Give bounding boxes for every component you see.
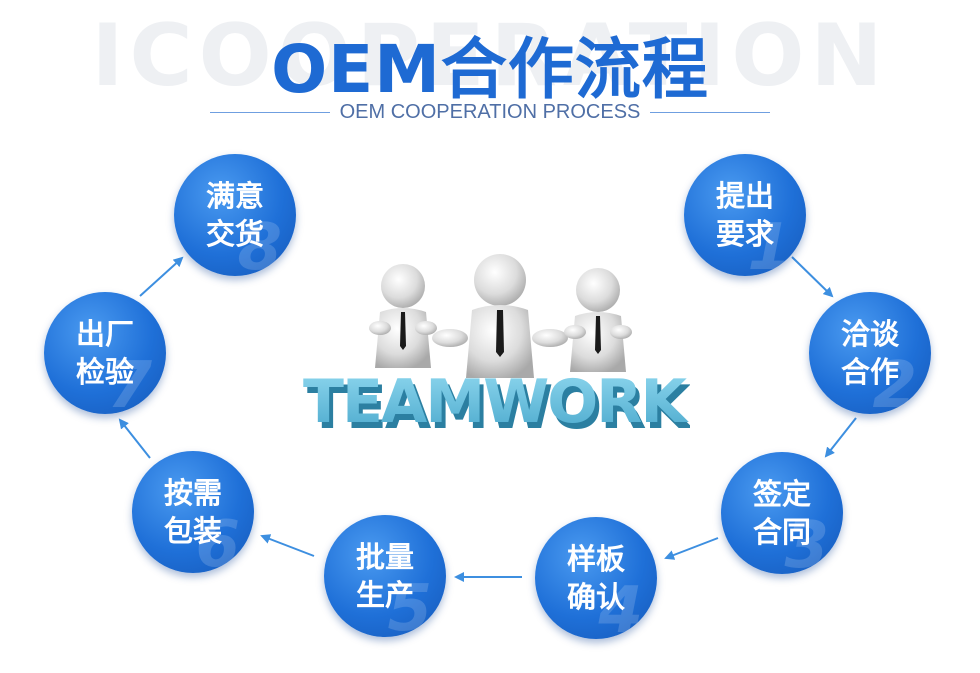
step-label: 批量 生产 <box>355 540 414 612</box>
arrow-1-to-2 <box>791 256 834 298</box>
person-figure-right <box>564 268 632 372</box>
person-figure-left <box>369 264 437 368</box>
step-7-circle: 7 出厂 检验 <box>44 292 166 414</box>
step-2-circle: 2 洽谈 合作 <box>809 292 931 414</box>
step-3-circle: 3 签定 合同 <box>721 452 843 574</box>
step-6-circle: 6 按需 包装 <box>132 451 254 573</box>
subtitle-rule-left <box>210 111 330 113</box>
subtitle-rule-right <box>650 111 770 113</box>
teamwork-word-shadow: TEAMWORK <box>307 373 690 443</box>
teamwork-illustration: TEAMWORK TEAMWORK <box>303 254 690 443</box>
arrow-5-to-6 <box>260 534 315 557</box>
step-8-circle: 8 满意 交货 <box>174 154 296 276</box>
page-subtitle: OEM COOPERATION PROCESS <box>339 100 641 123</box>
step-label: 签定 合同 <box>752 477 811 549</box>
step-4-circle: 4 样板 确认 <box>535 517 657 639</box>
step-1-circle: 1 提出 要求 <box>684 154 806 276</box>
step-number: 2 <box>872 349 917 414</box>
teamwork-word: TEAMWORK <box>303 367 689 437</box>
step-label: 按需 包装 <box>163 476 222 548</box>
step-label: 满意 交货 <box>205 179 264 251</box>
arrow-7-to-8 <box>139 256 184 297</box>
arrow-3-to-4 <box>664 537 719 560</box>
step-number: 5 <box>387 572 432 637</box>
person-figure-center <box>432 254 568 378</box>
step-5-circle: 5 批量 生产 <box>324 515 446 637</box>
step-number: 1 <box>747 211 792 276</box>
step-number: 3 <box>784 509 829 574</box>
step-number: 7 <box>107 349 152 414</box>
step-number: 8 <box>237 211 282 276</box>
arrow-6-to-7 <box>118 418 151 459</box>
step-label: 样板 确认 <box>566 542 625 614</box>
arrow-2-to-3 <box>824 417 857 458</box>
background-watermark-text: ICOOPERATION <box>91 6 889 106</box>
step-label: 洽谈 合作 <box>840 317 899 389</box>
step-number: 6 <box>195 508 240 573</box>
step-label: 出厂 检验 <box>75 317 134 389</box>
step-label: 提出 要求 <box>715 179 774 251</box>
subtitle-row: OEM COOPERATION PROCESS <box>210 98 770 126</box>
page-title: OEM合作流程 <box>271 31 709 108</box>
step-number: 4 <box>598 574 643 639</box>
